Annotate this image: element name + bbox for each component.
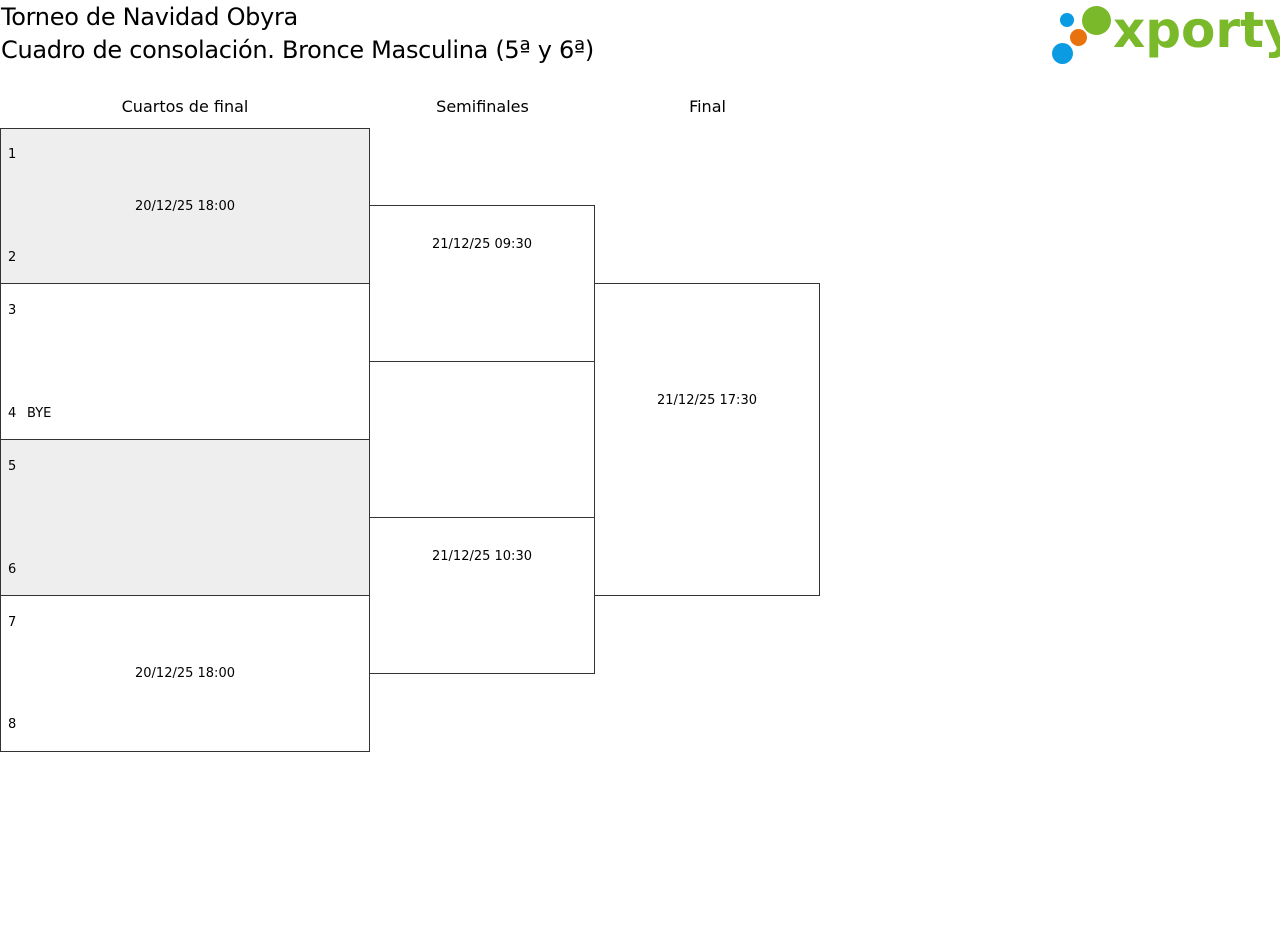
- logo-dot-blue-small: [1060, 13, 1074, 27]
- bracket-subtitle: Cuadro de consolación. Bronce Masculina …: [1, 36, 594, 64]
- logo-dot-green: [1082, 6, 1111, 35]
- logo-dot-orange: [1070, 29, 1087, 46]
- logo-dot-blue-large: [1052, 43, 1073, 64]
- seed-number: 6: [8, 562, 17, 577]
- team-name-bye: BYE: [27, 406, 52, 421]
- seed-number: 2: [8, 250, 17, 265]
- column-header-quarterfinals: Cuartos de final: [121, 97, 249, 116]
- seed-number: 3: [8, 303, 17, 318]
- seed-number: 4: [8, 406, 17, 421]
- seed-number: 5: [8, 459, 17, 474]
- quarterfinal-match-3[interactable]: 5 6: [0, 439, 370, 596]
- quarterfinal-match-1[interactable]: 1 20/12/25 18:00 2: [0, 128, 370, 284]
- semifinal-match-2[interactable]: 21/12/25 10:30: [369, 517, 595, 674]
- seed-number: 8: [8, 717, 17, 732]
- xporty-logo: xporty: [1050, 1, 1280, 68]
- match-date: 20/12/25 18:00: [135, 666, 235, 681]
- match-date: 20/12/25 18:00: [135, 199, 235, 214]
- quarterfinal-match-4[interactable]: 7 20/12/25 18:00 8: [0, 595, 370, 752]
- match-date: 21/12/25 17:30: [657, 393, 757, 408]
- column-header-final: Final: [689, 97, 726, 116]
- seed-number: 7: [8, 615, 17, 630]
- logo-word: xporty: [1113, 1, 1280, 59]
- match-date: 21/12/25 10:30: [432, 549, 532, 564]
- seed-number: 1: [8, 147, 17, 162]
- quarterfinal-match-2[interactable]: 3 4 BYE: [0, 283, 370, 440]
- semifinal-match-1[interactable]: 21/12/25 09:30: [369, 205, 595, 362]
- tournament-title: Torneo de Navidad Obyra: [1, 3, 298, 31]
- match-date: 21/12/25 09:30: [432, 237, 532, 252]
- column-header-semifinals: Semifinales: [436, 97, 529, 116]
- final-match[interactable]: 21/12/25 17:30: [594, 283, 820, 596]
